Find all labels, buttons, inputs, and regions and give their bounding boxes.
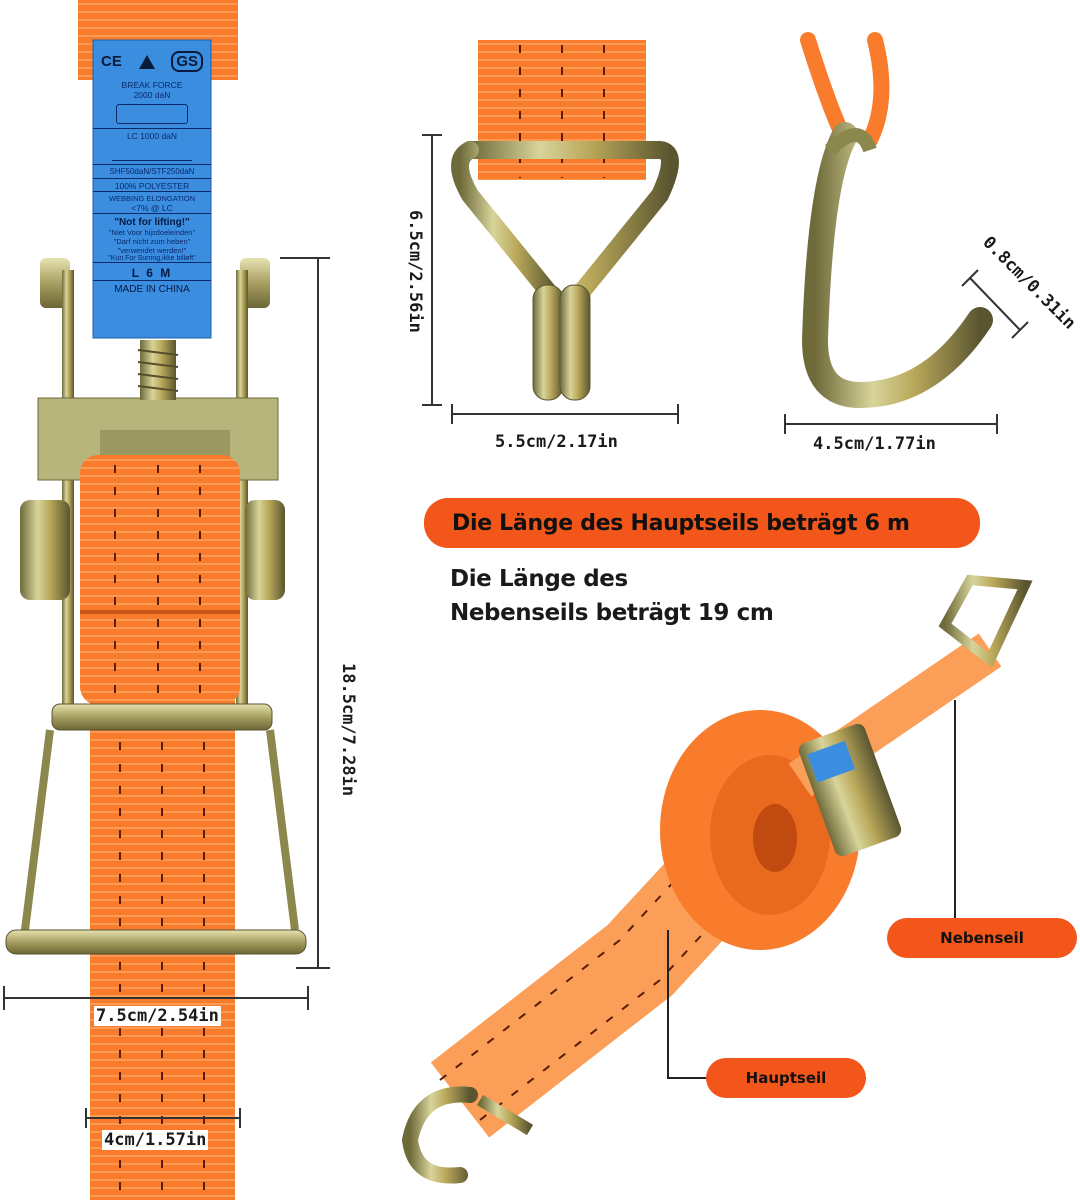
dimension-lines	[3, 134, 1029, 1128]
warning-de-2: "verwendet werden!"	[117, 246, 187, 255]
ratchet-mechanism	[5, 258, 307, 955]
made-in: MADE IN CHINA	[93, 280, 211, 295]
shf-stf-value: SHF50daN/STF250daN	[93, 164, 211, 176]
secondary-length-line-2: Nebenseils beträgt 19 cm	[450, 600, 774, 626]
material-value: 100% POLYESTER	[93, 178, 211, 191]
dim-strap-width: 4cm/1.57in	[102, 1130, 209, 1150]
warning-de-1: "Darf nicht zum heben"	[113, 237, 191, 246]
dim-hook-height: 6.5cm/2.56in	[405, 210, 425, 333]
callout-main: Hauptseil	[706, 1058, 866, 1098]
lc-value: LC 1000 daN	[93, 128, 211, 141]
not-for-lifting: "Not for lifting!"	[93, 213, 211, 228]
triangle-hook	[451, 40, 679, 401]
callout-main-label: Hauptseil	[745, 1069, 827, 1087]
warning-no: "Kun For Surring,ikke billøft"	[108, 255, 196, 262]
certification-label-text: CE GS BREAK FORCE 2000 daN LC 1000 daN S…	[93, 45, 211, 295]
elongation-title: WEBBING ELONGATION	[93, 191, 211, 203]
dim-ratchet-width: 7.5cm/2.54in	[94, 1006, 221, 1026]
secondary-length-line-1: Die Länge des	[450, 566, 628, 592]
callout-secondary: Nebenseil	[887, 918, 1077, 958]
arrow-diagram-icon	[112, 144, 192, 161]
gs-mark: GS	[171, 51, 203, 72]
callout-secondary-label: Nebenseil	[940, 929, 1024, 947]
ce-mark: CE	[101, 53, 122, 70]
coiled-strap-product	[401, 574, 1033, 1184]
secondary-length-text: Die Länge des Nebenseils beträgt 19 cm	[450, 562, 774, 630]
size-code: L 6 M	[93, 262, 211, 280]
main-length-text: Die Länge des Hauptseils beträgt 6 m	[452, 510, 910, 536]
main-length-banner: Die Länge des Hauptseils beträgt 6 m	[424, 498, 980, 548]
dim-ratchet-length: 18.5cm/7.28in	[338, 663, 358, 797]
elongation-value: <7% @ LC	[131, 203, 173, 213]
ratchet-diagram-icon	[116, 104, 188, 124]
dim-jhook-width: 4.5cm/1.77in	[813, 434, 936, 454]
j-hook	[800, 32, 993, 409]
break-force-value: 2000 daN	[133, 90, 171, 100]
certification-label	[92, 39, 212, 339]
break-force-title: BREAK FORCE	[121, 80, 183, 90]
warning-nl: "Niet Voor hijsdoeleinden"	[108, 228, 196, 237]
certification-triangle-icon	[138, 54, 155, 69]
dim-hook-width: 5.5cm/2.17in	[495, 432, 618, 452]
